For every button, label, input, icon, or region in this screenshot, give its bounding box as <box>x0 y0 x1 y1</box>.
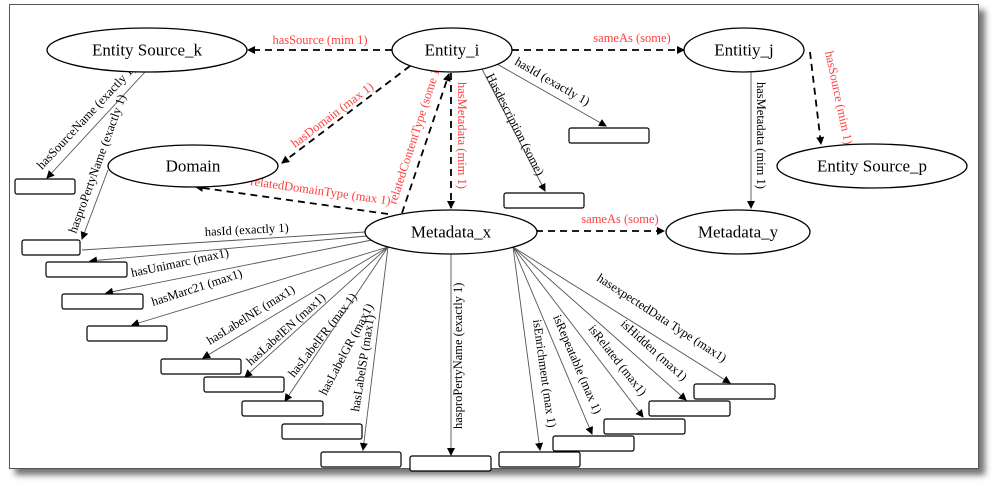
edge-label: hasId (exactly 1) <box>204 221 289 239</box>
literal-box <box>498 451 581 468</box>
edge-label: isEnrichment (max 1) <box>530 318 559 428</box>
edge-label: hasproPertyName (exactly 1) <box>451 283 465 429</box>
literal-box <box>203 376 285 393</box>
edge-label: sameAs (some) <box>581 212 658 226</box>
literal-box <box>320 451 402 468</box>
node-label: Entity Source_k <box>92 41 203 60</box>
edge-x-hasId: hasId (exactly 1) <box>81 221 366 251</box>
literal-box <box>503 192 585 209</box>
literal-box <box>241 400 324 417</box>
literal-box <box>648 400 731 417</box>
edge-i-hasMetadata-x: hasMetadata (mim 1) <box>447 73 469 209</box>
node-domain: Domain <box>107 144 279 188</box>
edge-x-relatedContentType-i: relatedContentType (some 1) <box>386 63 451 214</box>
node-label: Entitiy_j <box>714 41 774 60</box>
node-metadata-y: Metadata_y <box>665 209 811 255</box>
edge-i-hasSource-k: hasSource (mim 1) <box>247 33 392 54</box>
node-label: Entity_i <box>425 41 480 60</box>
node-entity-j: Entitiy_j <box>683 27 805 73</box>
edge-i-hasDomain: hasDomain (max 1) <box>281 65 411 164</box>
edge-label: relatedContentType (some 1) <box>386 63 444 206</box>
literal-box <box>61 293 144 310</box>
literal-box <box>281 423 363 440</box>
node-label: Entity Source_p <box>817 157 927 176</box>
node-entity-source-k: Entity Source_k <box>46 27 248 73</box>
node-label: Metadata_y <box>698 223 779 242</box>
edge-label: hasSource (mim 1) <box>272 33 367 47</box>
edge-j-hasMetadata-y: hasMetadata (mim 1) <box>747 72 768 209</box>
literal-box <box>21 239 81 256</box>
edge-i-sameAs-j: sameAs (some) <box>512 31 685 54</box>
literal-box <box>86 325 168 342</box>
node-entity-source-p: Entity Source_p <box>776 143 968 189</box>
node-entity-i: Entity_i <box>391 27 513 73</box>
literal-box <box>160 358 242 375</box>
edge-label: hasMetadata (mim 1) <box>455 82 469 189</box>
edge-j-hasSource-p: hasSource (mim 1) <box>809 50 856 146</box>
edge-label: relatedDomainType (max 1) <box>250 174 392 208</box>
node-label: Domain <box>166 157 221 176</box>
edge-label: hasMetadata (mim 1) <box>754 82 768 189</box>
edge-label: hasId (exactly 1) <box>513 54 593 108</box>
literal-box <box>409 455 492 472</box>
edge-x-sameAs-y: sameAs (some) <box>536 212 665 235</box>
literal-box <box>552 435 635 452</box>
literal-box <box>568 127 650 144</box>
edge-x-hasPropertyName: hasproPertyName (exactly 1) <box>447 254 465 456</box>
literal-box <box>603 418 686 435</box>
edge-label: hasDomain (max 1) <box>288 79 376 150</box>
edge-label: hasLabelEN (max1) <box>244 290 328 368</box>
edge-label: sameAs (some) <box>593 31 670 45</box>
edge-label: hasSource (mim 1) <box>822 50 855 146</box>
edge-x-isRepeatable: isRepeatable (max 1) <box>512 246 605 435</box>
node-metadata-x: Metadata_x <box>364 209 538 255</box>
literal-box <box>693 383 776 400</box>
literal-box <box>45 261 128 278</box>
literal-box <box>14 178 76 195</box>
node-label: Metadata_x <box>411 223 492 242</box>
